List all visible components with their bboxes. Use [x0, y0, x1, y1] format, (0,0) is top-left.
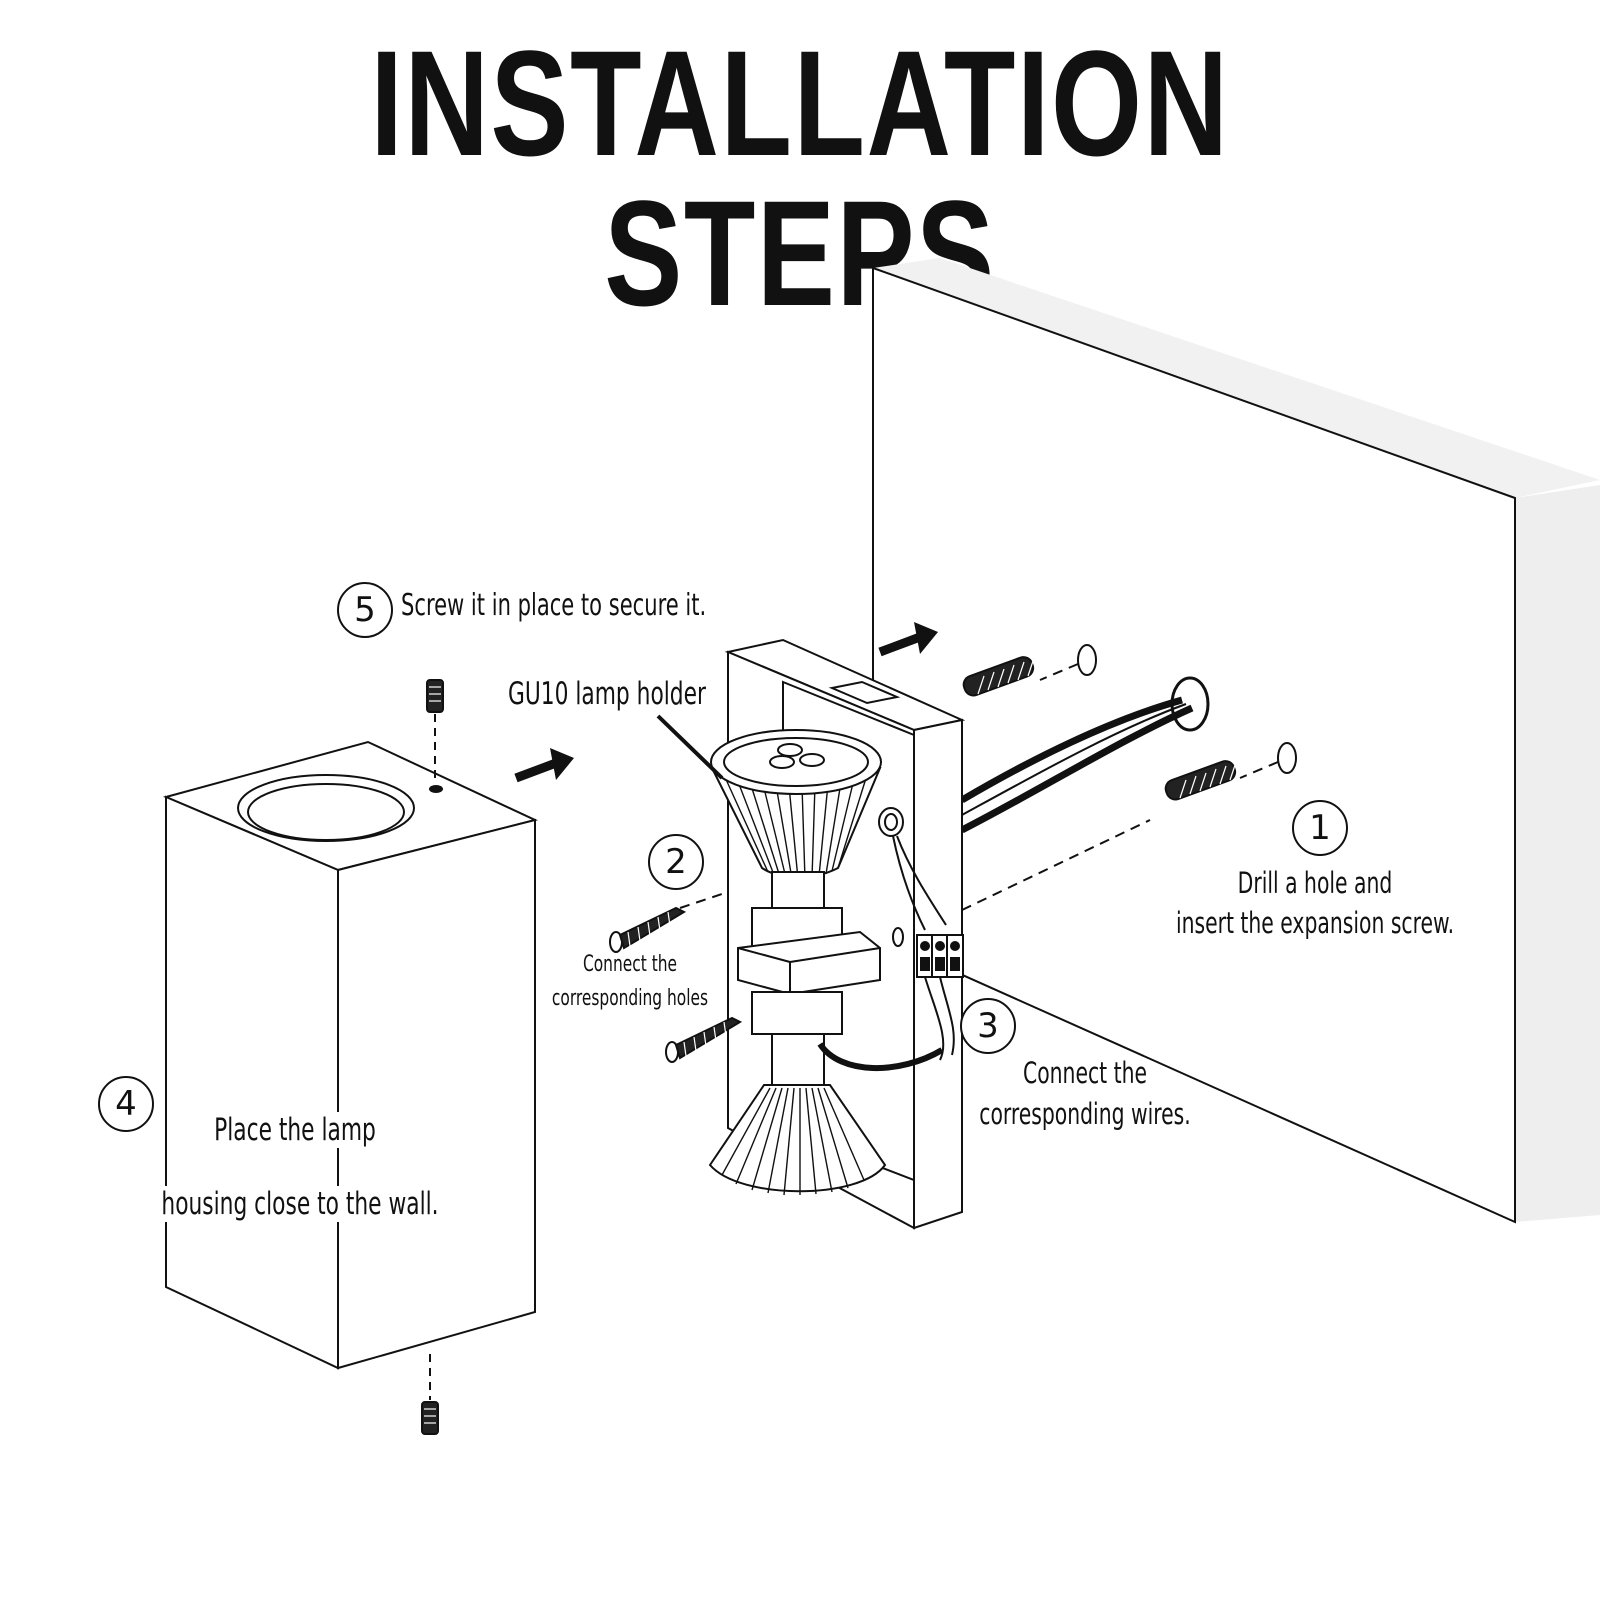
expansion-screws	[962, 644, 1297, 801]
step-1-badge: 1	[1292, 800, 1348, 856]
step-4-text-line2: housing close to the wall.	[159, 1186, 441, 1222]
mounting-screws	[609, 906, 743, 1063]
step-3-badge: 3	[960, 998, 1016, 1054]
wall-face	[872, 266, 1516, 1224]
terminal-block	[892, 835, 964, 1061]
step-2-badge: 2	[648, 834, 704, 890]
expansion-screw-upper	[962, 644, 1097, 697]
mounting-screw-upper	[609, 906, 687, 953]
page-title: INSTALLATION STEPS	[370, 19, 1230, 337]
gu10-lamp-holder	[710, 729, 944, 1087]
mounting-screw-lower	[665, 1016, 743, 1063]
arrow-right-icon	[878, 622, 938, 657]
step-3-text-line1: Connect the	[1022, 1056, 1148, 1090]
lamp-housing	[162, 740, 538, 1370]
expansion-screw-lower	[1164, 742, 1297, 801]
wall	[872, 258, 1600, 1224]
step-5-text: Screw it in place to secure it.	[401, 588, 707, 623]
step-5-badge: 5	[337, 582, 393, 638]
direction-arrows	[514, 622, 938, 783]
step-4-badge: 4	[98, 1076, 154, 1132]
step-1-text-line1: Drill a hole and	[1237, 866, 1393, 900]
gu10-callout-label: GU10 lamp holder	[508, 676, 706, 712]
wall-top-shadow	[873, 258, 1600, 498]
step-2-text-line1: Connect the	[582, 952, 678, 977]
lower-lamp-reflector	[708, 1084, 887, 1196]
wall-cable	[960, 676, 1210, 834]
step-1-text-line2: insert the expansion screw.	[1175, 906, 1455, 940]
step-2-text-line2: corresponding holes	[551, 986, 709, 1011]
arrow-right-icon	[514, 748, 574, 783]
callout-pointer	[656, 714, 724, 780]
step-3-text-line2: corresponding wires.	[979, 1097, 1191, 1131]
step-4-text-line1: Place the lamp	[181, 1112, 409, 1148]
grub-screws	[421, 679, 444, 1435]
